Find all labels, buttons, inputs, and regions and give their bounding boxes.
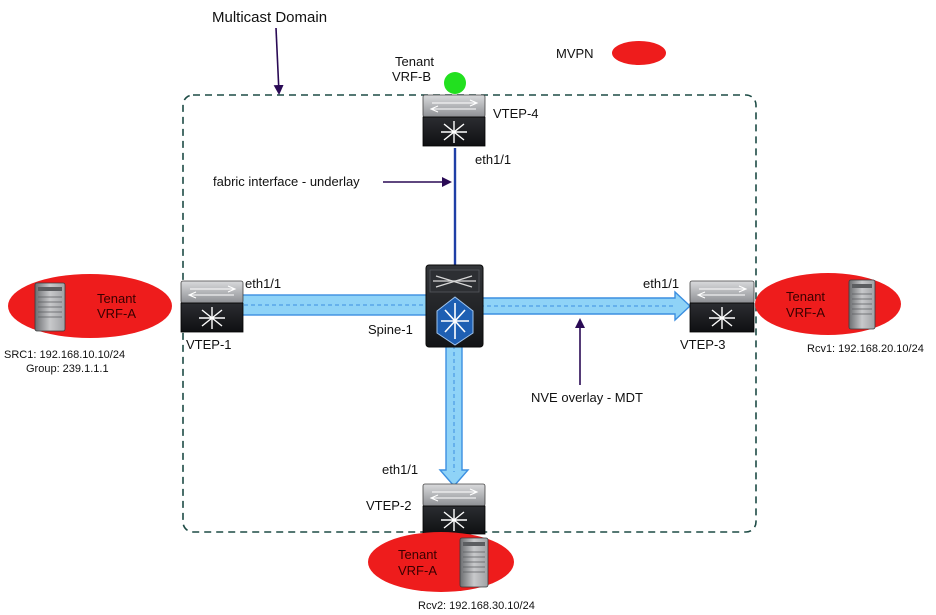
vtep2-interface: eth1/1 <box>382 462 418 477</box>
src-info-ip: SRC1: 192.168.10.10/24 <box>4 349 125 361</box>
underlay-annotation: fabric interface - underlay <box>213 174 360 189</box>
rcv2-info: Rcv2: 192.168.30.10/24 <box>418 600 535 612</box>
vrf-b-line2: VRF-B <box>392 69 431 84</box>
vtep2-switch-icon <box>422 483 486 535</box>
vtep1-label: VTEP-1 <box>186 337 232 352</box>
rcv1-server-icon <box>848 279 876 330</box>
src-tenant-line1: Tenant <box>97 291 136 306</box>
tenant-rcv1-ellipse <box>755 273 901 335</box>
vtep3-label: VTEP-3 <box>680 337 726 352</box>
rcv1-tenant-line2: VRF-A <box>786 305 825 320</box>
overlay-annotation: NVE overlay - MDT <box>531 390 643 405</box>
domain-title: Multicast Domain <box>212 9 327 26</box>
spine-switch-icon <box>425 264 484 348</box>
rcv2-tenant-line1: Tenant <box>398 547 437 562</box>
domain-title-arrow <box>273 27 284 95</box>
rcv1-tenant-line1: Tenant <box>786 289 825 304</box>
vrf-b-line1: Tenant <box>395 54 434 69</box>
src-tenant-line2: VRF-A <box>97 306 136 321</box>
src-info-group: Group: 239.1.1.1 <box>26 363 109 375</box>
overlay-tunnels <box>236 290 692 488</box>
tenant-rcv2-ellipse <box>368 532 514 592</box>
src-server-icon <box>34 282 66 332</box>
vtep3-switch-icon <box>689 280 755 333</box>
vtep4-switch-icon <box>422 94 486 147</box>
vtep1-switch-icon <box>180 280 244 333</box>
legend-swatch <box>612 41 666 65</box>
tenant-src-ellipse <box>8 274 172 338</box>
spine-label: Spine-1 <box>368 322 413 337</box>
vtep4-label: VTEP-4 <box>493 106 539 121</box>
legend-label: MVPN <box>556 46 594 61</box>
vrf-b-indicator <box>444 72 466 94</box>
vtep4-interface: eth1/1 <box>475 152 511 167</box>
rcv2-tenant-line2: VRF-A <box>398 563 437 578</box>
vtep3-interface: eth1/1 <box>643 276 679 291</box>
rcv1-info: Rcv1: 192.168.20.10/24 <box>807 343 924 355</box>
rcv2-server-icon <box>459 537 489 588</box>
vtep2-label: VTEP-2 <box>366 498 412 513</box>
vtep1-interface: eth1/1 <box>245 276 281 291</box>
